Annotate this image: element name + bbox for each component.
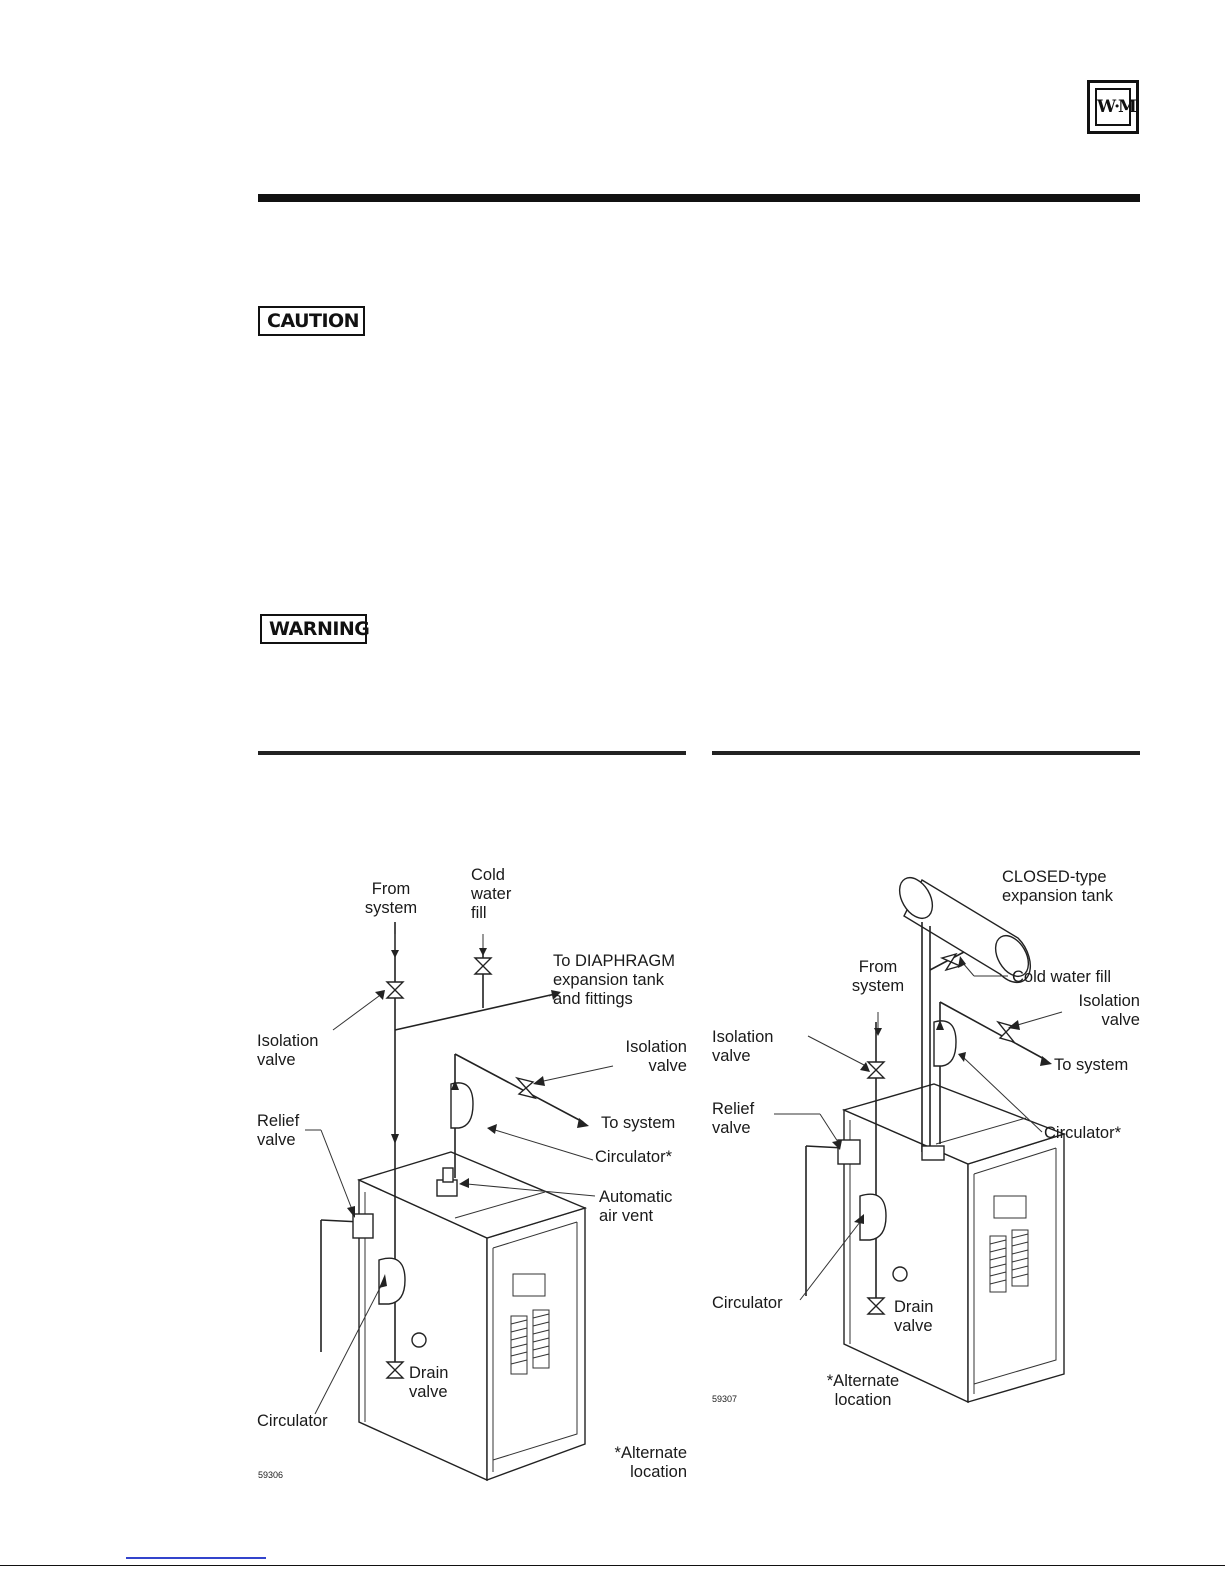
circulator-supply xyxy=(859,1193,887,1241)
label-drain-valve: Drain valve xyxy=(409,1364,449,1401)
louver-vents xyxy=(510,1309,550,1375)
figure-code: 59307 xyxy=(712,1394,738,1404)
boiler-diaphragm-drawing xyxy=(305,922,614,1482)
footer-link-underline[interactable] xyxy=(126,1557,266,1559)
relief-valve-symbol xyxy=(837,1139,861,1165)
label-from-system: From system xyxy=(851,958,905,995)
brand-logo: W·M xyxy=(1087,80,1139,134)
fill-valve xyxy=(473,957,493,975)
leader-lines xyxy=(774,956,1063,1301)
warning-badge: WARNING xyxy=(260,614,370,644)
leader-lines xyxy=(305,934,614,1415)
fill-valve-symbol xyxy=(939,952,963,972)
drain-valve-symbol xyxy=(385,1361,405,1379)
label-isolation-valve-right: Isolation valve xyxy=(1078,992,1140,1029)
label-to-system: To system xyxy=(1054,1056,1129,1074)
label-circulator-alternate: Circulator* xyxy=(1044,1124,1122,1142)
label-alternate-location: *Alternate location xyxy=(826,1372,900,1409)
footer-rule xyxy=(0,1565,1225,1566)
circulator-return xyxy=(450,1082,474,1129)
label-automatic-air-vent: Automatic air vent xyxy=(599,1188,673,1225)
label-closed-expansion-tank: CLOSED-type expansion tank xyxy=(1002,868,1113,905)
caution-badge: CAUTION xyxy=(258,306,365,336)
label-isolation-valve-left: Isolation valve xyxy=(257,1032,319,1069)
label-circulator: Circulator xyxy=(712,1294,783,1312)
rating-plate xyxy=(512,1273,546,1297)
circulator-supply xyxy=(378,1257,406,1305)
caution-label: CAUTION xyxy=(267,310,360,332)
label-alternate-location: *Alternate location xyxy=(614,1444,687,1481)
isolation-valve-return xyxy=(514,1076,538,1100)
isolation-valve-return xyxy=(996,1020,1016,1044)
drain-valve-symbol xyxy=(866,1297,886,1315)
figure-right-rule xyxy=(712,751,1140,755)
rating-plate xyxy=(993,1195,1027,1219)
label-isolation-valve-left: Isolation valve xyxy=(712,1028,774,1065)
label-cold-water-fill: Cold water fill xyxy=(1012,968,1112,986)
closed-expansion-tank xyxy=(898,877,1031,984)
label-circulator: Circulator xyxy=(257,1412,328,1430)
label-relief-valve: Relief valve xyxy=(712,1100,755,1137)
boiler-closed-tank-drawing xyxy=(774,877,1067,1404)
label-drain-valve: Drain valve xyxy=(894,1298,934,1335)
figure-left-rule xyxy=(258,751,686,755)
warning-label: WARNING xyxy=(269,618,370,640)
circulator-return xyxy=(933,1020,957,1067)
louver-vents xyxy=(989,1229,1029,1293)
isolation-valve-supply xyxy=(385,981,405,999)
isolation-valve-supply xyxy=(866,1061,886,1079)
label-to-diaphragm-tank: To DIAPHRAGM expansion tank and fittings xyxy=(553,952,675,1008)
brand-logo-text: W·M xyxy=(1095,88,1137,126)
label-circulator-alternate: Circulator* xyxy=(595,1148,673,1166)
boiler-side-face xyxy=(486,1207,586,1482)
label-relief-valve: Relief valve xyxy=(257,1112,300,1149)
header-rule xyxy=(258,194,1140,202)
boiler-top-face xyxy=(357,1151,588,1239)
label-to-system: To system xyxy=(601,1114,676,1132)
label-isolation-valve-right: Isolation valve xyxy=(625,1038,687,1075)
figure-diaphragm-piping: From system Cold water fill To DIAPHRAGM… xyxy=(255,862,691,1482)
relief-valve-symbol xyxy=(352,1213,374,1239)
figure-closed-tank-piping: CLOSED-type expansion tank Cold water fi… xyxy=(708,862,1148,1422)
label-cold-water-fill: Cold water fill xyxy=(471,866,512,922)
figure-code: 59306 xyxy=(258,1470,284,1480)
label-from-system: From system xyxy=(364,880,418,917)
